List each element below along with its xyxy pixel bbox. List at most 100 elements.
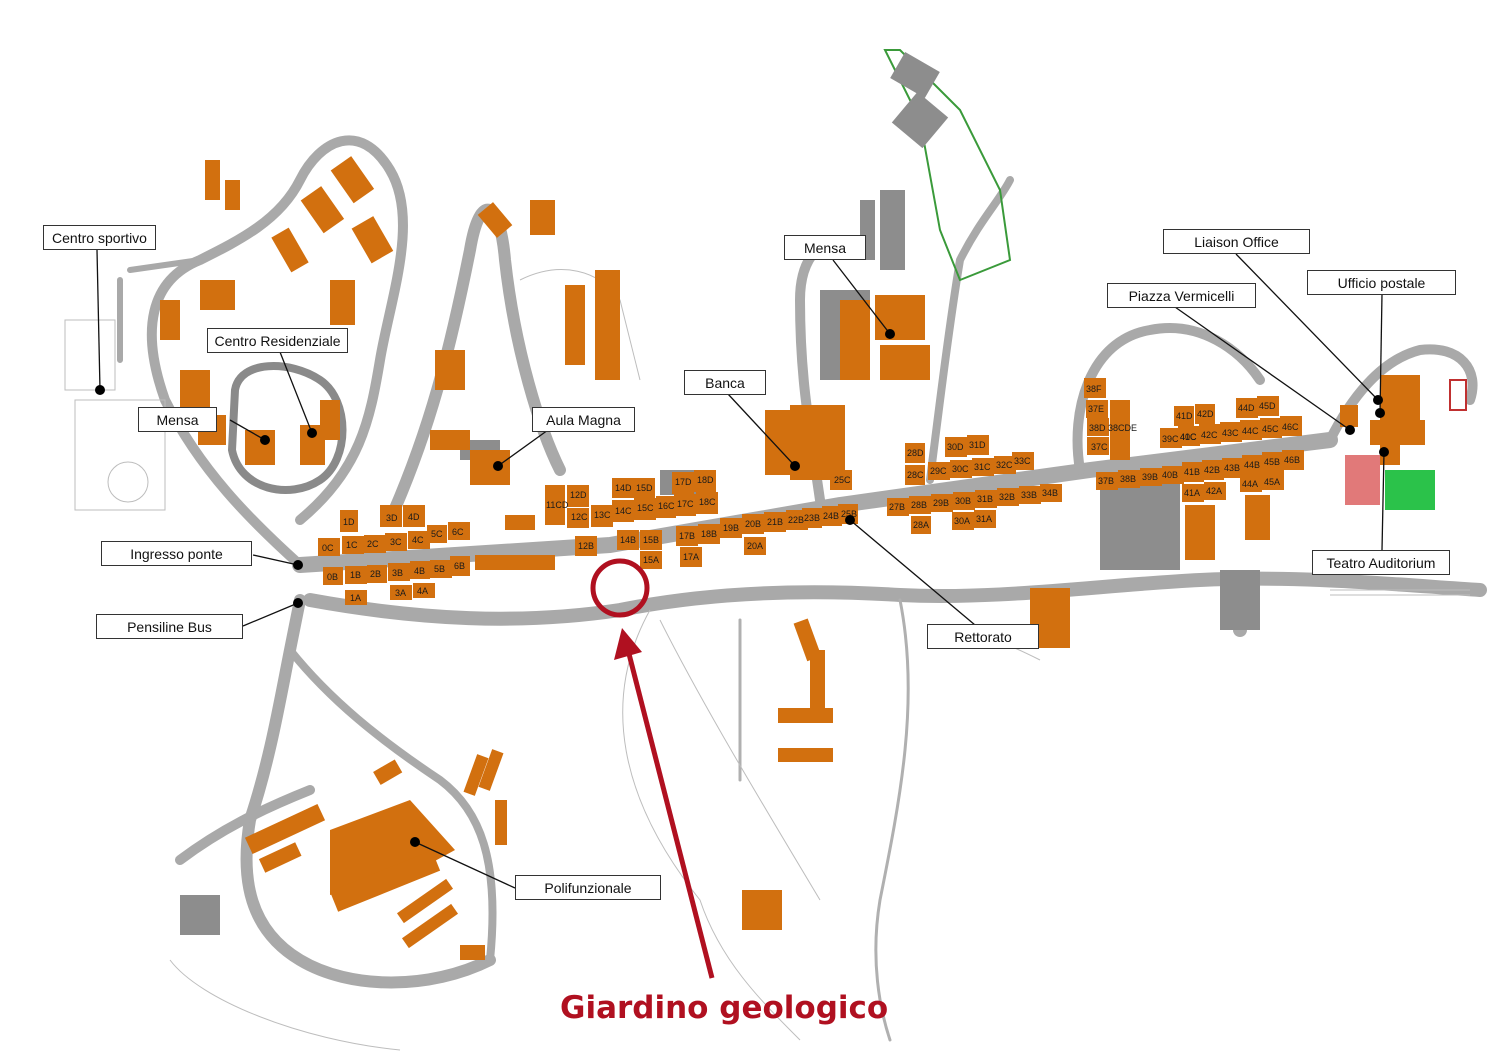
building-label: 46B	[1284, 455, 1300, 465]
building-label: 44C	[1242, 426, 1259, 436]
building-label: 45B	[1264, 457, 1280, 467]
building-label: 17A	[683, 552, 699, 562]
building-label: 40B	[1162, 470, 1178, 480]
label-polifunzionale: Polifunzionale	[515, 875, 661, 900]
building-label: 14B	[620, 535, 636, 545]
building-label: 17B	[679, 531, 695, 541]
building-label: 30A	[954, 516, 970, 526]
giardino-geologico-caption: Giardino geologico	[560, 990, 889, 1026]
building-label: 2B	[370, 569, 381, 579]
building-label: 4A	[417, 586, 428, 596]
giardino-geologico-marker	[590, 558, 715, 979]
building-label: 45A	[1264, 477, 1280, 487]
building-label: 41A	[1184, 488, 1200, 498]
building-label: 1C	[346, 540, 358, 550]
building-label: 38CDE	[1108, 423, 1137, 433]
building-label: 28D	[907, 448, 924, 458]
building-label: 3D	[386, 513, 398, 523]
building-label: 37E	[1088, 404, 1104, 414]
building-label: 45D	[1259, 401, 1276, 411]
building-label: 31D	[969, 440, 986, 450]
building-label: 43B	[1224, 463, 1240, 473]
building-label: 24B	[823, 511, 839, 521]
building-label: 14D	[615, 483, 632, 493]
building-label: 14C	[615, 506, 632, 516]
building-label: 6B	[454, 561, 465, 571]
label-centro-residenziale: Centro Residenziale	[207, 328, 348, 353]
building-label: 39B	[1142, 472, 1158, 482]
building-label: 25C	[834, 475, 851, 485]
site-outlines	[64, 269, 1470, 1051]
building-label: 12D	[570, 490, 587, 500]
building-label: 42D	[1197, 409, 1214, 419]
building-label: 4D	[408, 512, 420, 522]
building-labels: 1D 3D 4D 5C 6C 0C 1C 2C 3C 4C 0B 1B 2B 3…	[322, 384, 1300, 603]
building-label: 3B	[392, 568, 403, 578]
building-label: 38F	[1086, 384, 1102, 394]
label-rettorato: Rettorato	[927, 624, 1039, 649]
building-label: 1D	[343, 517, 355, 527]
label-piazza-vermicelli: Piazza Vermicelli	[1107, 283, 1256, 308]
building-label: 33B	[1021, 490, 1037, 500]
building-label: 37C	[1091, 442, 1108, 452]
building-label: 29C	[930, 466, 947, 476]
building-label: 41D	[1176, 411, 1193, 421]
building-label: 32C	[996, 460, 1013, 470]
highlight-arrow	[625, 649, 715, 979]
building-label: 4B	[414, 566, 425, 576]
building-label: 31C	[974, 462, 991, 472]
building-label: 18B	[701, 529, 717, 539]
building-label: 42C	[1201, 430, 1218, 440]
label-centro-sportivo: Centro sportivo	[43, 225, 156, 250]
building-label: 20A	[747, 541, 763, 551]
leader-dots	[95, 329, 1389, 847]
building-label: 6C	[452, 527, 464, 537]
label-aula-magna: Aula Magna	[532, 407, 635, 432]
building-label: 43C	[1222, 428, 1239, 438]
building-label: 20B	[745, 519, 761, 529]
building-label: 21B	[767, 517, 783, 527]
building-label: 17D	[675, 477, 692, 487]
building-label: 33C	[1014, 456, 1031, 466]
building-label: 42A	[1206, 486, 1222, 496]
building-label: 40C	[1180, 432, 1197, 442]
building-label: 3A	[395, 588, 406, 598]
building-label: 23B	[804, 513, 820, 523]
building-label: 18D	[697, 475, 714, 485]
label-teatro-auditorium: Teatro Auditorium	[1312, 550, 1450, 575]
label-mensa-north: Mensa	[784, 235, 866, 260]
building-label: 28A	[913, 520, 929, 530]
building-label: 18C	[699, 497, 716, 507]
building-label: 44A	[1242, 479, 1258, 489]
building-label: 30C	[952, 464, 969, 474]
building-label: 12B	[578, 541, 594, 551]
building-label: 28B	[911, 500, 927, 510]
building-label: 1B	[350, 570, 361, 580]
building-label: 41B	[1184, 467, 1200, 477]
building-label: 27B	[889, 502, 905, 512]
building-label: 39C	[1162, 434, 1179, 444]
leader-lines	[96, 249, 1385, 889]
building-label: 1A	[350, 593, 361, 603]
building-label: 19B	[723, 523, 739, 533]
building-label: 42B	[1204, 465, 1220, 475]
building-label: 29B	[933, 498, 949, 508]
building-label: 46C	[1282, 422, 1299, 432]
building-label: 15B	[643, 535, 659, 545]
label-ingresso-ponte: Ingresso ponte	[101, 541, 252, 566]
building-label: 30B	[955, 496, 971, 506]
building-label: 15C	[637, 503, 654, 513]
road-network	[117, 135, 1487, 1042]
building-label: 4C	[412, 535, 424, 545]
building-label: 0B	[327, 572, 338, 582]
building-label: 11CD	[546, 500, 569, 510]
building-label: 45C	[1262, 424, 1279, 434]
label-pensiline-bus: Pensiline Bus	[96, 614, 243, 639]
label-liaison-office: Liaison Office	[1163, 229, 1310, 254]
building-label: 25B	[841, 509, 857, 519]
building-label: 30D	[947, 442, 964, 452]
building-label: 13C	[594, 510, 611, 520]
building-label: 5B	[434, 564, 445, 574]
building-label: 15D	[636, 483, 653, 493]
building-label: 5C	[431, 529, 443, 539]
